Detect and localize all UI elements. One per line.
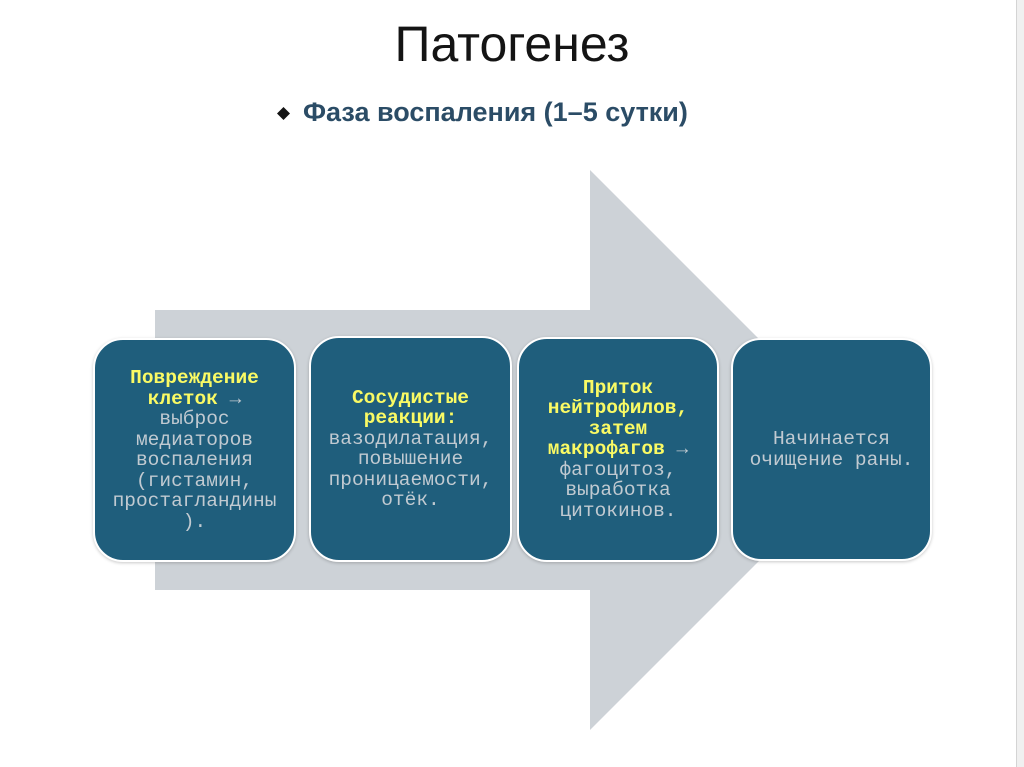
step-2-line: Сосудистые [351, 386, 470, 409]
step-2-text: реакции: [363, 407, 458, 429]
step-3-text: фагоцитоз, [559, 458, 677, 481]
step-1-line: клеток → [147, 387, 242, 410]
process-step-3: Приток нейтрофилов, затем макрофагов → ф… [517, 337, 719, 562]
step-3-text: затем [588, 417, 648, 440]
step-1-line: (гистамин, [135, 469, 254, 492]
step-3-line: макрофагов → [548, 439, 688, 460]
step-4-line: очищение раны. [749, 448, 914, 471]
step-2-text: вазодилатация, [328, 427, 493, 450]
step-2-line: повышение [358, 449, 463, 470]
step-1-text: медиаторов [135, 428, 254, 451]
step-1-line: медиаторов [135, 428, 254, 451]
step-3-text: макрофагов [547, 438, 665, 461]
step-1-text: (гистамин, [135, 469, 254, 492]
step-3-line: цитокинов. [559, 501, 676, 522]
step-1-line: простагландины [113, 491, 277, 512]
step-3-line: затем [589, 419, 648, 440]
step-3-line: фагоцитоз, [559, 460, 676, 481]
process-step-2: Сосудистые реакции: вазодилатация, повыш… [309, 336, 512, 562]
step-4-text: очищение раны. [749, 448, 914, 471]
step-3-line: нейтрофилов, [548, 398, 688, 419]
step-2-text: отёк. [381, 489, 440, 511]
step-2-text: Сосудистые [351, 386, 470, 409]
slide-edge [1016, 0, 1024, 767]
step-4-text: Начинается [772, 428, 891, 450]
step-1-line: воспаления [136, 450, 253, 471]
step-3-text: Приток [582, 376, 654, 399]
step-3-text: нейтрофилов, [547, 397, 689, 420]
step-2-line: проницаемости, [328, 468, 493, 491]
arrow-symbol: → [676, 438, 689, 461]
bullet-text: Фаза воспаления (1–5 сутки) [303, 97, 688, 127]
step-1-text: Повреждение [130, 367, 259, 389]
step-1-line: выброс [159, 409, 229, 430]
step-1-text: ). [182, 510, 207, 533]
step-1-text: воспаления [135, 449, 254, 471]
step-1-line: Повреждение [130, 368, 259, 389]
arrow-symbol: → [229, 387, 242, 410]
step-3-text: выработка [565, 479, 671, 502]
step-2-text: проницаемости, [328, 468, 493, 491]
step-3-line: Приток [583, 378, 653, 399]
step-2-line: реакции: [364, 408, 458, 429]
step-3-text: цитокинов. [559, 499, 677, 522]
step-4-line: Начинается [773, 429, 890, 450]
step-1-text: простагландины [112, 490, 277, 512]
step-1-text: клеток [147, 387, 218, 410]
step-2-line: отёк. [381, 490, 440, 511]
process-step-4: Начинается очищение раны. [731, 338, 932, 561]
step-1-text: выброс [159, 408, 230, 430]
step-3-line: выработка [565, 480, 670, 501]
diamond-bullet-icon [277, 107, 290, 120]
process-step-1: Повреждение клеток → выброс медиаторов в… [93, 338, 296, 562]
step-1-line: ). [182, 510, 207, 533]
step-2-line: вазодилатация, [328, 427, 493, 450]
step-2-text: повышение [357, 448, 464, 470]
slide-title: Патогенез [394, 16, 630, 72]
